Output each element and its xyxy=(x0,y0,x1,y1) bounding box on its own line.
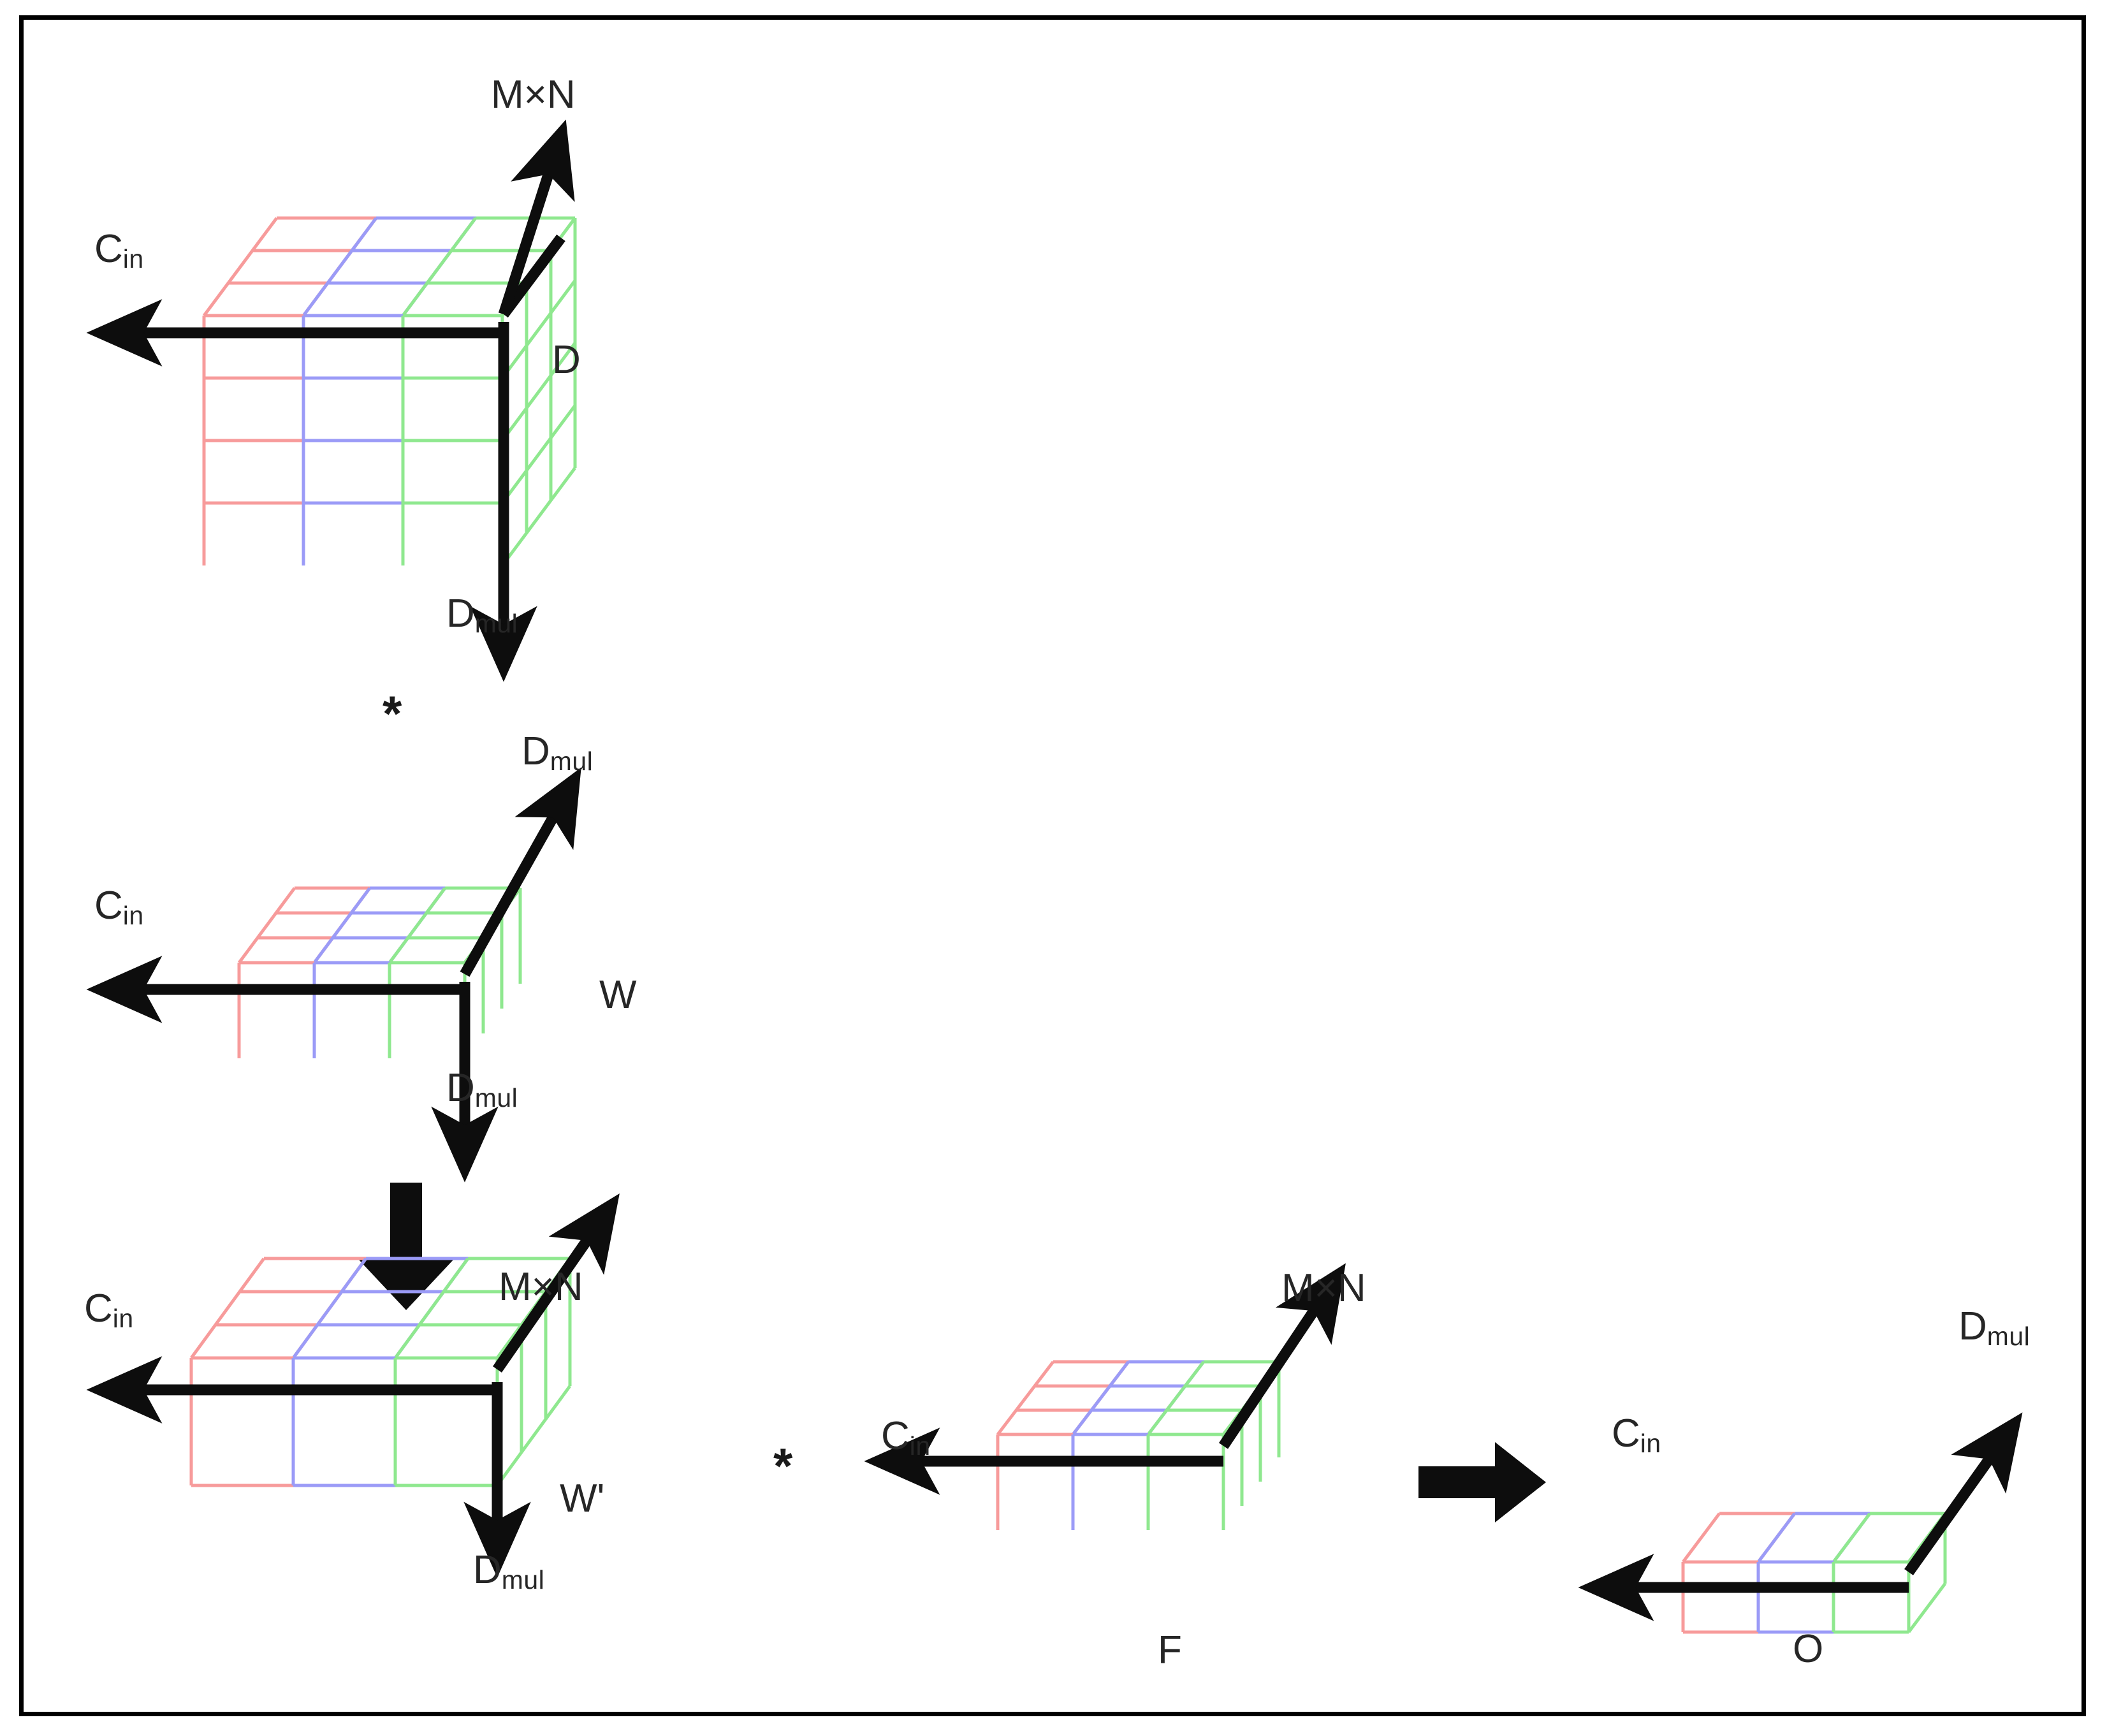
block-w-prime-label-dmul-sub: mul xyxy=(501,1565,545,1594)
block-w-prime-label-dmul-base: D xyxy=(473,1548,502,1592)
block-w-label-cin: Cin xyxy=(94,886,144,929)
block-w-label-dmul-down-base: D xyxy=(446,1066,475,1110)
block-f-label-mxn: M×N xyxy=(1281,1266,1366,1310)
block-o-label-cin: Cin xyxy=(1612,1414,1661,1457)
block-w-prime-label-cin: Cin xyxy=(84,1289,134,1332)
block-o-label-dmul-base: D xyxy=(1958,1304,1987,1348)
block-w-label-cin-sub: in xyxy=(122,901,144,930)
block-d-label-cin-base: C xyxy=(94,227,123,271)
block-w-caption: W xyxy=(599,973,637,1017)
block-d-label-cin: Cin xyxy=(94,230,144,272)
block-w-label-dmul-down: Dmul xyxy=(446,1069,518,1111)
block-o-label-cin-base: C xyxy=(1612,1411,1640,1455)
block-d-label-dmul-base: D xyxy=(446,592,475,636)
block-d-caption: D xyxy=(552,338,581,382)
block-f-caption: F xyxy=(1158,1628,1182,1672)
block-w-label-cin-base: C xyxy=(94,884,123,928)
block-f-label-cin-base: C xyxy=(881,1414,910,1458)
block-o-label-dmul-sub: mul xyxy=(1987,1322,2030,1351)
block-d-label-dmul-sub: mul xyxy=(474,609,518,638)
block-o-label-cin-sub: in xyxy=(1640,1429,1661,1458)
block-w-prime-label-cin-base: C xyxy=(84,1287,113,1331)
block-w-label-dmul-down-sub: mul xyxy=(474,1083,518,1112)
block-d-label-dmul: Dmul xyxy=(446,594,518,637)
block-w-prime-label-cin-sub: in xyxy=(112,1304,134,1333)
block-o-label-dmul: Dmul xyxy=(1958,1307,2030,1350)
block-f-label-cin-sub: in xyxy=(909,1431,931,1461)
block-f-label-cin: Cin xyxy=(881,1417,931,1459)
block-w-label-dmul-up-sub: mul xyxy=(550,747,594,776)
star-operator-2: * xyxy=(773,1438,793,1494)
block-w-prime-caption: W' xyxy=(560,1477,605,1521)
block-d-label-cin-sub: in xyxy=(122,244,144,274)
block-w-prime-label-mxn: M×N xyxy=(499,1265,583,1309)
block-w-label-dmul-up-base: D xyxy=(521,729,550,773)
block-d-label-mxn: M×N xyxy=(491,73,576,117)
block-w-label-dmul-up: Dmul xyxy=(521,732,593,775)
block-w-prime-label-dmul: Dmul xyxy=(473,1550,544,1593)
star-operator-1: * xyxy=(383,685,402,741)
block-o-caption: O xyxy=(1793,1627,1824,1671)
figure-border xyxy=(19,15,2086,1716)
